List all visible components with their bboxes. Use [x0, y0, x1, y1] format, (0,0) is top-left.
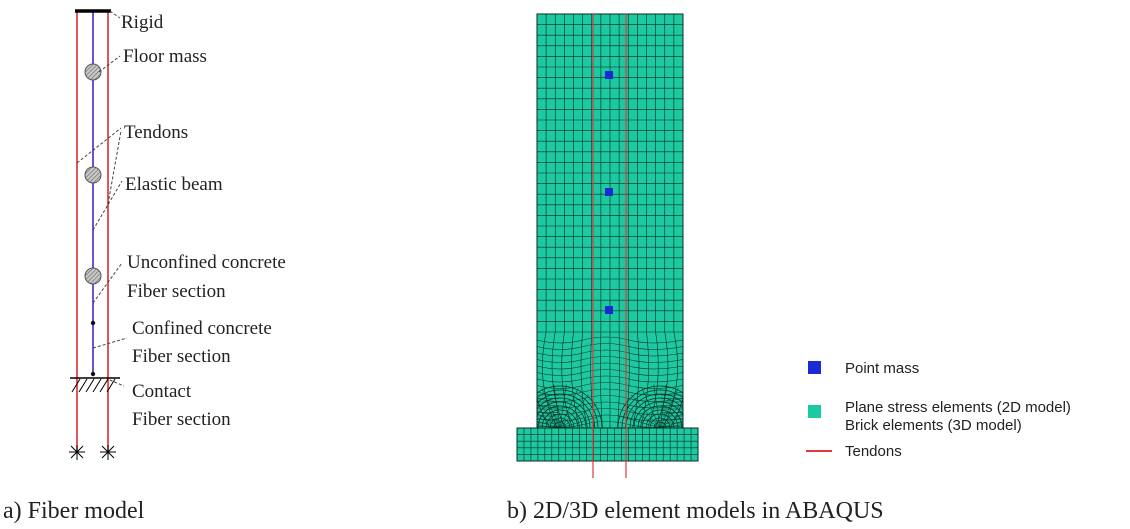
point-mass-2: [605, 188, 613, 196]
leader-tendon-left: [76, 127, 122, 164]
fe-model: [516, 13, 699, 478]
caption-a: a) Fiber model: [3, 498, 145, 524]
tendon-anchor-right: [100, 445, 116, 460]
legend-point-mass-label: Point mass: [845, 360, 919, 377]
node-dot: [90, 320, 96, 326]
wall-regular-mesh: [537, 14, 683, 333]
leader-tendon-right: [107, 130, 122, 205]
legend: Point mass Plane stress elements (2D mod…: [806, 360, 1071, 460]
label-unconfined-2: Fiber section: [127, 281, 226, 302]
leader-floor-mass: [98, 55, 121, 73]
floor-mass-1: [84, 63, 102, 81]
node-dot: [90, 371, 96, 377]
floor-mass-3: [84, 267, 102, 285]
point-mass-1: [605, 71, 613, 79]
leader-rigid: [109, 10, 121, 19]
leader-contact: [104, 377, 125, 387]
legend-point-mass-swatch: [808, 361, 821, 374]
point-mass-3: [605, 306, 613, 314]
label-rigid: Rigid: [121, 12, 164, 33]
legend-elements-label-2: Brick elements (3D model): [845, 417, 1022, 434]
label-floor-mass: Floor mass: [123, 46, 207, 67]
caption-b: b) 2D/3D element models in ABAQUS: [507, 498, 884, 524]
legend-elements-swatch: [808, 405, 821, 418]
label-contact-1: Contact: [132, 381, 192, 402]
label-tendons: Tendons: [124, 122, 188, 143]
label-elastic-beam: Elastic beam: [125, 174, 223, 195]
foundation-mesh: [517, 428, 698, 461]
legend-elements-label-1: Plane stress elements (2D model): [845, 399, 1071, 416]
leader-elastic-beam: [92, 180, 123, 231]
label-confined-2: Fiber section: [132, 346, 231, 367]
floor-mass-2: [84, 166, 102, 184]
fiber-model: Rigid Floor mass Tendons Elastic beam Un…: [69, 9, 286, 460]
leader-unconfined: [92, 262, 123, 304]
tendon-anchor-left: [69, 445, 85, 460]
leader-confined: [92, 337, 128, 349]
ground-hatch: [70, 377, 120, 393]
label-confined-1: Confined concrete: [132, 318, 272, 339]
label-unconfined-1: Unconfined concrete: [127, 252, 286, 273]
label-contact-2: Fiber section: [132, 409, 231, 430]
legend-tendons-label: Tendons: [845, 443, 902, 460]
